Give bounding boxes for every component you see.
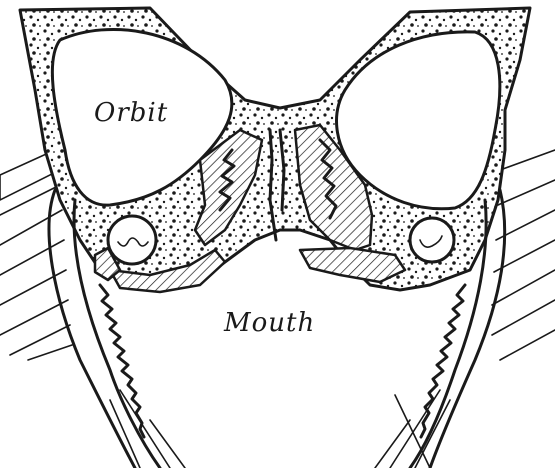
orbit-label: Orbit	[94, 98, 168, 128]
right-dental-canal	[410, 218, 454, 262]
right-palatal-shelf	[300, 248, 405, 282]
mouth-label: Mouth	[224, 308, 315, 338]
left-dental-canal	[108, 216, 156, 264]
right-lower-lines	[375, 390, 450, 468]
